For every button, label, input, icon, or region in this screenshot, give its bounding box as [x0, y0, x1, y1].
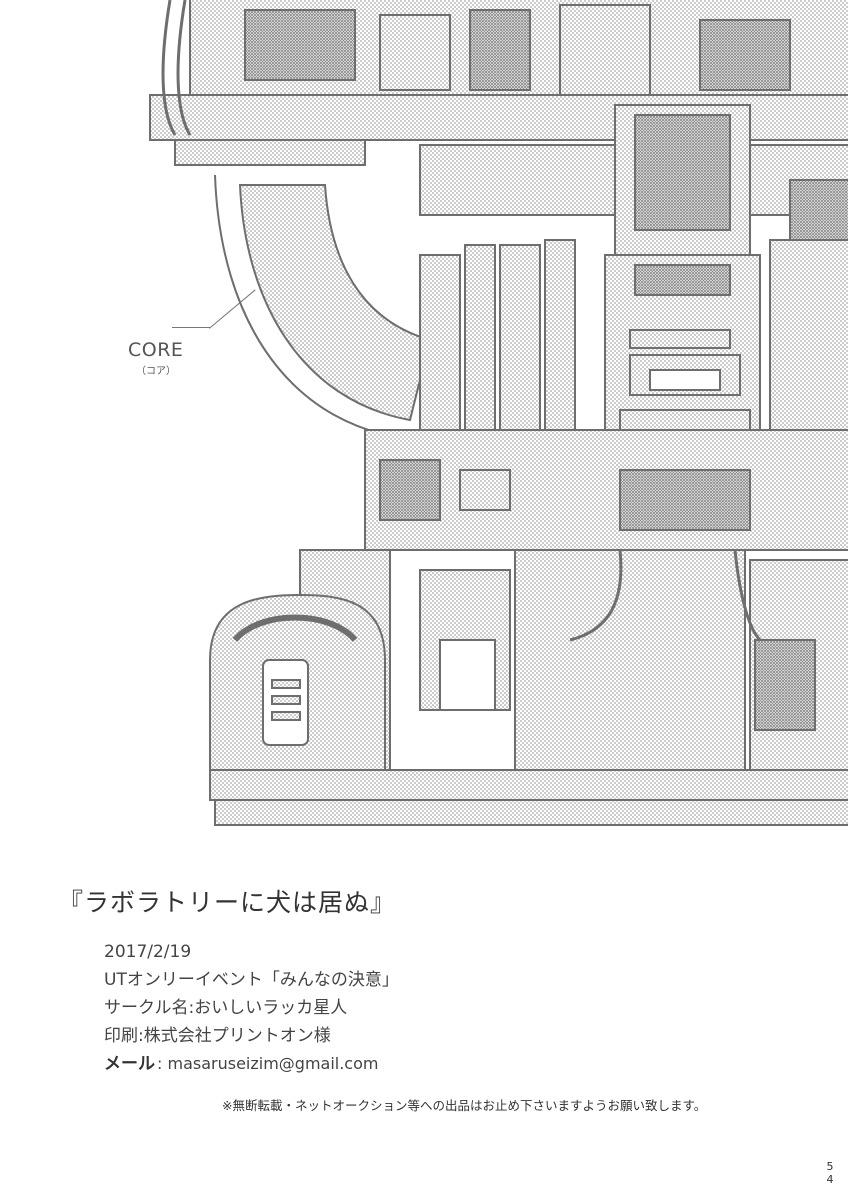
dome-vent-bar-3: [271, 711, 301, 721]
base-foot: [214, 799, 848, 826]
base-plate: [209, 769, 848, 801]
lower-hose-a: [569, 549, 623, 642]
mail-address: : masaruseizim@gmail.com: [157, 1054, 379, 1073]
right-block: [789, 179, 848, 241]
page-number-digit-1: 5: [826, 1160, 834, 1173]
mid-bar: [174, 139, 366, 166]
machine-illustration: [149, 0, 848, 826]
callout-line: [172, 327, 210, 328]
printer-name: 印刷:株式会社プリントオン様: [104, 1026, 331, 1046]
mail-row: メール: masaruseizim@gmail.com: [104, 1050, 399, 1078]
column-c: [499, 244, 541, 436]
dome-vent-bar-1: [271, 679, 301, 689]
top-panel-c: [469, 9, 531, 91]
central-slot-c: [649, 369, 721, 391]
top-panel-e: [699, 19, 791, 91]
lower-panel-c: [619, 469, 751, 531]
column-b: [464, 244, 496, 446]
core-tube: [238, 184, 432, 422]
lower-mesh: [754, 639, 816, 731]
event-name: UTオンリーイベント「みんなの決意」: [104, 970, 399, 990]
central-screen: [634, 114, 731, 231]
colophon-info: 2017/2/19 UTオンリーイベント「みんなの決意」 サークル名:おいしいラ…: [104, 938, 399, 1078]
column-a: [419, 254, 461, 436]
core-hose-right: [176, 0, 192, 136]
mail-label: メール: [104, 1054, 155, 1074]
column-e: [769, 239, 848, 441]
callout-reading: （コア）: [136, 366, 176, 377]
core-hose-left: [161, 0, 177, 136]
page-number-digit-2: 4: [826, 1173, 834, 1186]
central-slot-a: [629, 329, 731, 349]
copyright-notice: ※無断転載・ネットオークション等への出品はお止め下さいますようお願い致します。: [222, 1098, 707, 1113]
page-number: 5 4: [822, 1160, 838, 1186]
lower-frame: [364, 429, 848, 551]
top-panel-a: [244, 9, 356, 81]
lower-panel-b: [459, 469, 511, 511]
publish-date: 2017/2/19: [104, 942, 192, 962]
top-panel-d: [559, 4, 651, 96]
lower-panel-a: [379, 459, 441, 521]
lower-hose-b: [733, 549, 762, 642]
lower-block-d: [514, 549, 746, 781]
book-title: 『ラボラトリーに犬は居ぬ』: [58, 888, 397, 917]
top-panel-b: [379, 14, 451, 91]
central-window: [634, 264, 731, 296]
circle-name: サークル名:おいしいラッカ星人: [104, 998, 348, 1018]
callout-label-core: CORE: [128, 339, 184, 361]
lower-block-c: [439, 639, 496, 711]
column-d: [544, 239, 576, 441]
dome-vent-bar-2: [271, 695, 301, 705]
dome-handle: [232, 614, 358, 643]
